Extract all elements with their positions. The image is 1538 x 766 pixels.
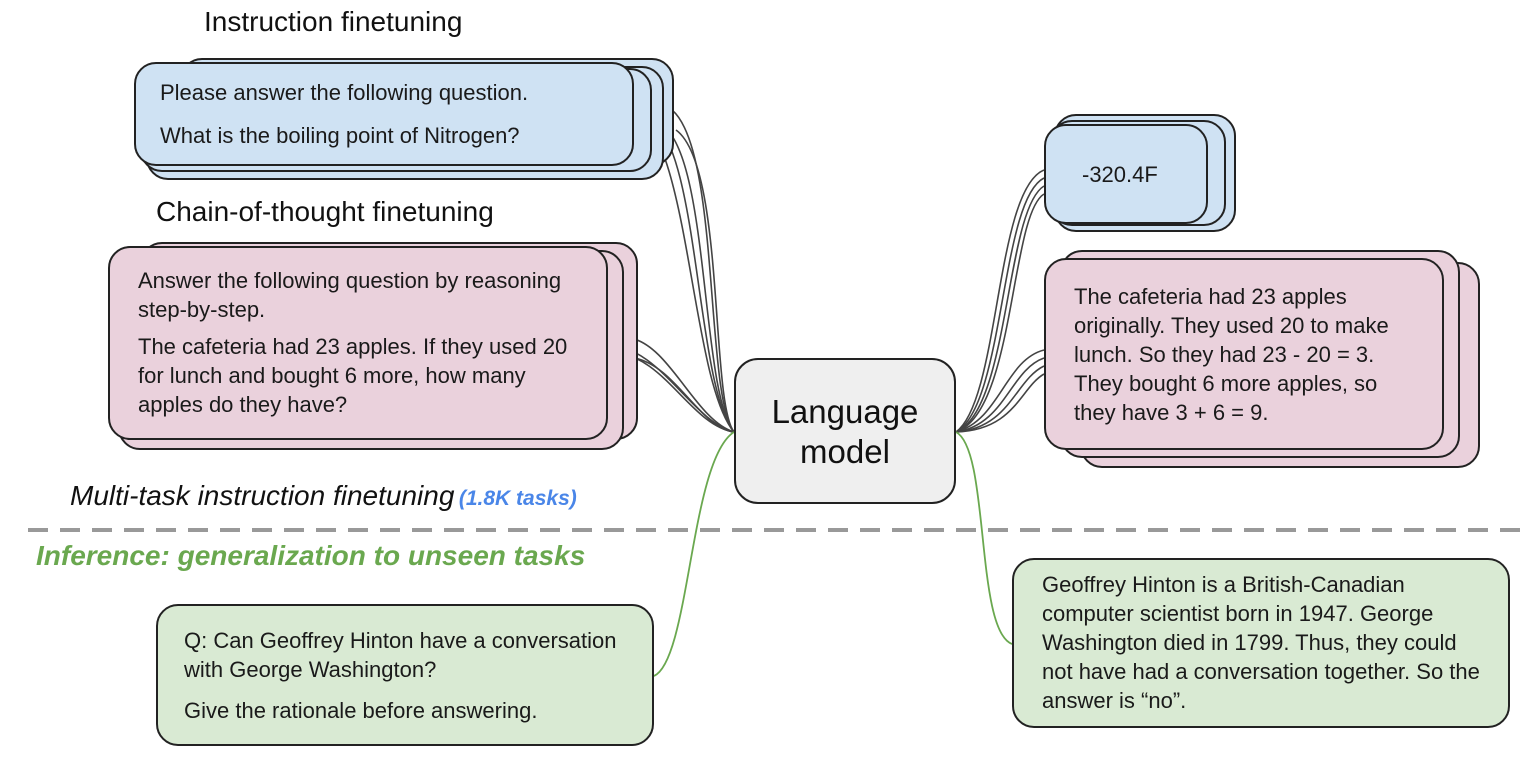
inference-input-question: Q: Can Geoffrey Hinton have a conversati… <box>184 628 617 682</box>
cot-input-question: The cafeteria had 23 apples. If they use… <box>138 334 568 417</box>
language-model-label-line-1: Language <box>771 393 919 430</box>
inference-output-text: Geoffrey Hinton is a British-Canadian co… <box>1042 572 1480 713</box>
cot-output-text: The cafeteria had 23 apples originally. … <box>1074 284 1389 425</box>
inference-output-card: Geoffrey Hinton is a British-Canadian co… <box>1012 558 1510 728</box>
cot-output-wires <box>955 349 1045 433</box>
instruction-output-wires <box>955 169 1045 433</box>
instruction-input-line-1: Please answer the following question. <box>160 80 529 105</box>
instruction-input-card: Please answer the following question. Wh… <box>134 62 634 166</box>
cot-input-card: Answer the following question by reasoni… <box>108 246 608 440</box>
multitask-count-label: (1.8K tasks) <box>458 487 577 510</box>
instruction-output-text: -320.4F <box>1082 162 1158 187</box>
inference-heading: Inference: generalization to unseen task… <box>36 540 586 571</box>
language-model-label-line-2: model <box>800 433 890 470</box>
multitask-label: Multi-task instruction finetuning <box>70 480 455 511</box>
inference-input-instruction: Give the rationale before answering. <box>184 698 538 723</box>
language-model-box: Language model <box>734 358 956 504</box>
instruction-input-line-2: What is the boiling point of Nitrogen? <box>160 123 520 148</box>
inference-output-wire <box>955 431 1013 645</box>
inference-input-wire <box>653 431 735 677</box>
cot-input-instruction: Answer the following question by reasoni… <box>138 268 562 322</box>
inference-input-card: Q: Can Geoffrey Hinton have a conversati… <box>156 604 654 746</box>
cot-output-card: The cafeteria had 23 apples originally. … <box>1044 258 1444 450</box>
instruction-output-card: -320.4F <box>1044 124 1208 224</box>
multitask-heading: Multi-task instruction finetuning (1.8K … <box>70 480 577 512</box>
instruction-finetuning-heading: Instruction finetuning <box>204 6 463 37</box>
cot-finetuning-heading: Chain-of-thought finetuning <box>156 196 494 227</box>
